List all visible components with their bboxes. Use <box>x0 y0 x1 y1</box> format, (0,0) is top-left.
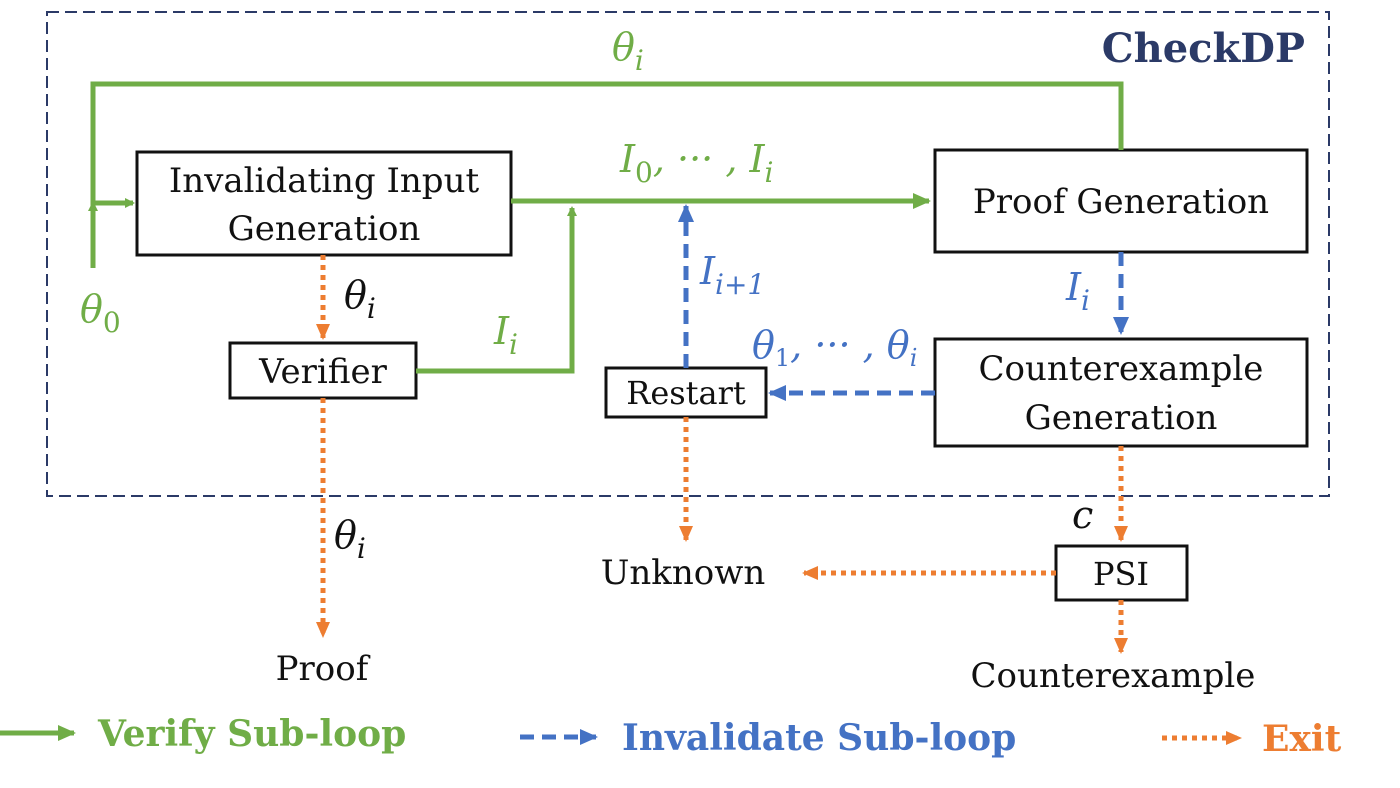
i-next-label: Ii+1 <box>699 249 765 301</box>
proof-output: Proof <box>276 649 371 689</box>
exit-arrows <box>316 255 1128 654</box>
proof-generation-box: Proof Generation <box>933 148 1309 254</box>
counterexample-generation-box: Counterexample Generation <box>933 337 1309 448</box>
legend-invalidate-label: Invalidate Sub-loop <box>622 717 1016 759</box>
invalidating-input-box: Invalidating Input Generation <box>135 150 513 257</box>
proof-generation-label: Proof Generation <box>973 182 1269 222</box>
invalidating-label-line2: Generation <box>228 209 421 249</box>
checkdp-title: CheckDP <box>1102 25 1305 72</box>
i-i-proof-label: Ii <box>1065 265 1090 317</box>
c-label: c <box>1072 493 1093 537</box>
legend: Verify Sub-loop Invalidate Sub-loop Exit <box>0 713 1342 760</box>
theta-i-verifier-label: θi <box>344 273 376 325</box>
restart-label: Restart <box>626 374 746 412</box>
counterexample-output: Counterexample <box>971 656 1256 696</box>
restart-box: Restart <box>604 366 768 419</box>
i0-ii-label: I0, ··· , Ii <box>619 137 773 189</box>
theta0-label: θ0 <box>80 287 121 339</box>
counterexample-label-line2: Generation <box>1025 398 1218 438</box>
theta-i-proof-label: θi <box>334 513 366 565</box>
invalidate-arrows <box>678 204 1129 401</box>
ii-verifier-label: Ii <box>493 309 518 361</box>
verifier-label: Verifier <box>258 352 387 392</box>
checkdp-frame <box>46 11 1330 497</box>
legend-exit-label: Exit <box>1262 718 1342 760</box>
verify-arrows <box>88 81 1124 374</box>
theta-i-loop <box>90 81 1124 208</box>
psi-label: PSI <box>1093 555 1149 593</box>
thetas-label: θ1, ··· , θi <box>752 323 917 372</box>
verifier-ii-arrow <box>416 206 577 374</box>
counterexample-label-line1: Counterexample <box>979 349 1264 389</box>
psi-box: PSI <box>1054 544 1189 602</box>
legend-verify-label: Verify Sub-loop <box>97 713 406 755</box>
theta-i-top-label: θi <box>612 25 644 77</box>
unknown-output: Unknown <box>601 553 766 593</box>
invalidating-label-line1: Invalidating Input <box>169 161 480 201</box>
verifier-box: Verifier <box>228 341 418 400</box>
